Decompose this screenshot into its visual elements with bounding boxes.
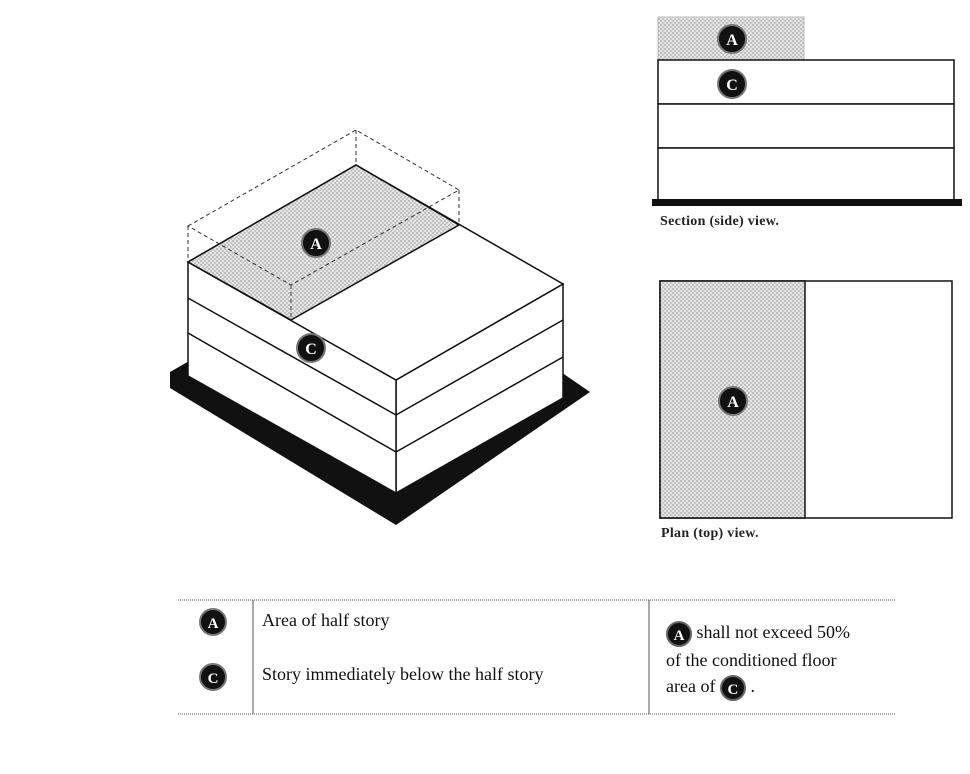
svg-text:A: A [726, 32, 738, 49]
section-caption: Section (side) view. [660, 214, 780, 229]
badge-c-iso: C [296, 333, 326, 363]
svg-text:C: C [208, 671, 219, 687]
plan-caption: Plan (top) view. [661, 526, 759, 541]
plan-view: A [659, 280, 953, 519]
section-ground [652, 199, 962, 206]
floor-line-right-1 [395, 319, 564, 416]
section-story-1 [657, 59, 955, 105]
floor-line-right-2 [395, 356, 564, 453]
section-story-2 [657, 103, 955, 149]
legend-table-frame [178, 599, 896, 715]
floor-line-left-1 [187, 297, 397, 416]
half-story-outline [186, 129, 461, 286]
section-view: A C [652, 16, 962, 206]
svg-text:C: C [726, 77, 738, 94]
rule-badge-c: C [719, 674, 746, 701]
legend-badge-a: A [199, 608, 227, 636]
rule-line-3: area of C . [666, 673, 891, 701]
rule-part-3: area of [666, 675, 716, 696]
svg-text:A: A [310, 236, 322, 253]
isometric-building: A C [170, 129, 590, 525]
rule-period: . [750, 675, 755, 696]
badge-a-plan: A [718, 386, 748, 416]
legend-c-text: Story immediately below the half story [262, 664, 544, 684]
legend-a-text: Area of half story [262, 610, 390, 630]
svg-text:A: A [727, 394, 739, 411]
badge-c-section: C [717, 69, 747, 99]
rule-part-1: shall not exceed 50% [696, 622, 850, 642]
rule-statement: A shall not exceed 50% of the conditione… [666, 619, 891, 701]
floor-line-left-2 [187, 332, 397, 453]
legend-badge-c: C [199, 663, 227, 691]
rule-line-1: A shall not exceed 50% [666, 619, 891, 647]
rule-badge-a: A [666, 620, 692, 647]
section-story-3 [657, 147, 955, 201]
svg-text:C: C [305, 341, 317, 358]
svg-text:A: A [208, 616, 219, 632]
rule-line-2: of the conditioned floor [666, 649, 837, 670]
badge-a-section: A [717, 24, 747, 54]
badge-a-iso: A [301, 228, 331, 258]
